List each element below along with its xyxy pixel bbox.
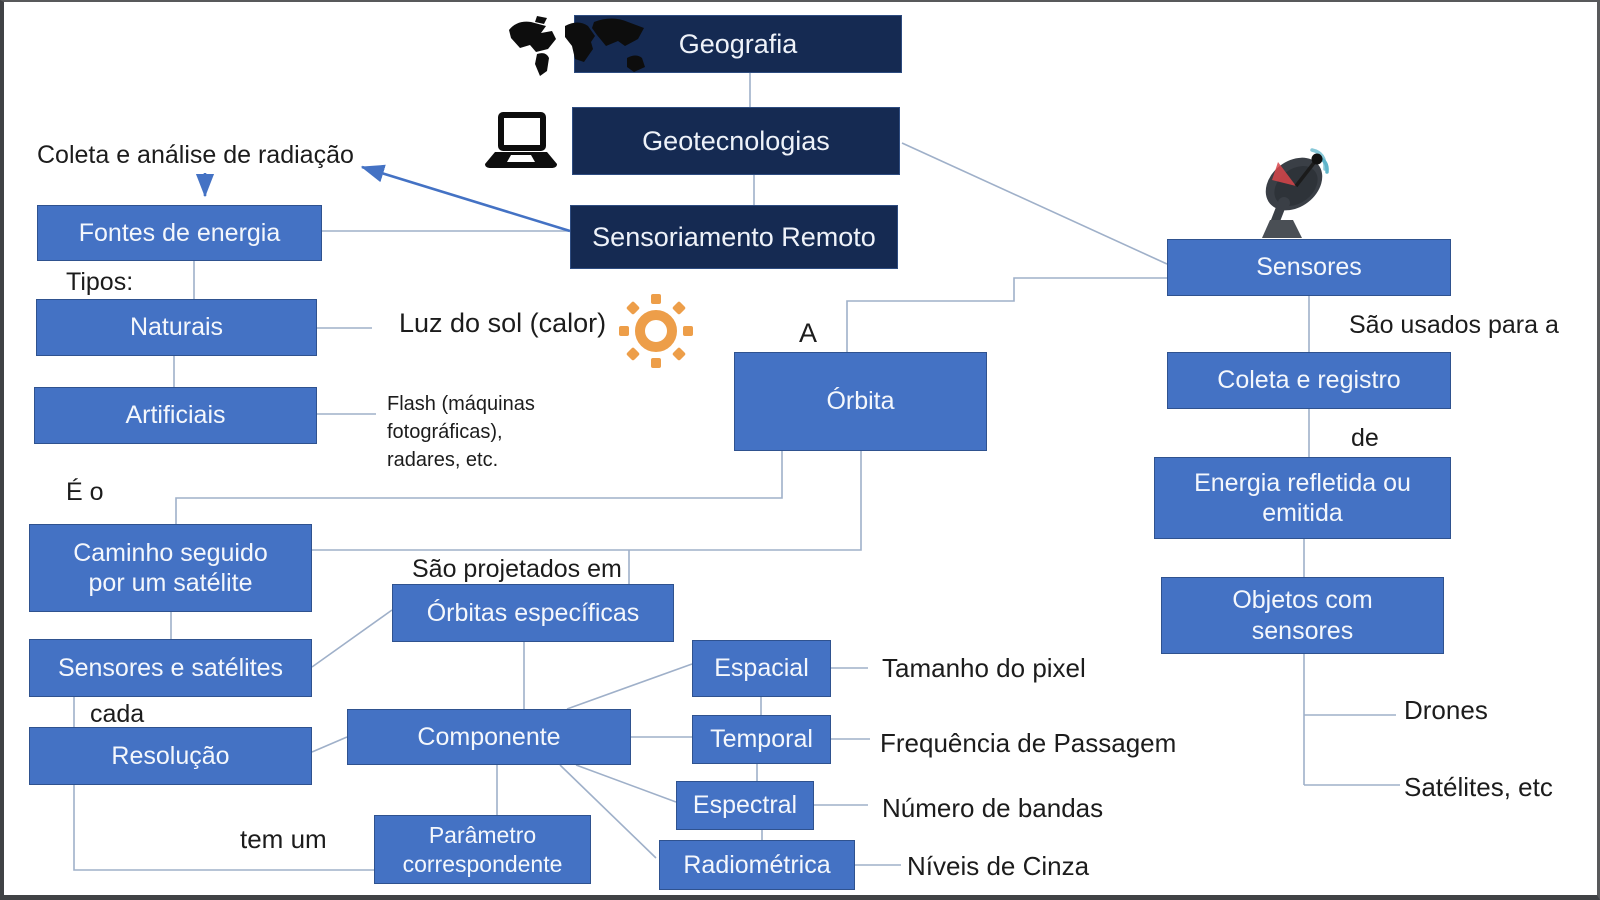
label-numero-bandas: Número de bandas — [882, 793, 1104, 823]
label-a: A — [799, 318, 818, 348]
label-cada: cada — [90, 700, 145, 728]
label-luz-do-sol: Luz do sol (calor) — [399, 308, 607, 338]
node-temporal: Temporal — [692, 715, 831, 764]
node-sensores: Sensores — [1167, 239, 1451, 296]
label-tem-um: tem um — [240, 824, 327, 854]
node-resolucao: Resolução — [29, 727, 312, 785]
node-componente: Componente — [347, 709, 631, 765]
node-caminho-satelite: Caminho seguido por um satélite — [29, 524, 312, 612]
arrow-to-coleta-analise — [360, 164, 571, 233]
sun-icon — [619, 294, 693, 368]
label-tipos: Tipos: — [66, 268, 134, 296]
node-espectral: Espectral — [676, 781, 814, 830]
label-sao-usados: São usados para a — [1349, 311, 1559, 339]
node-parametro-correspondente: Parâmetro correspondente — [374, 815, 591, 884]
node-sensoriamento-remoto: Sensoriamento Remoto — [570, 205, 898, 269]
node-artificiais: Artificiais — [34, 387, 317, 444]
node-sensores-e-satelites: Sensores e satélites — [29, 639, 312, 697]
label-satelites-etc: Satélites, etc — [1404, 772, 1553, 802]
node-energia-refletida: Energia refletida ou emitida — [1154, 457, 1451, 539]
node-orbita: Órbita — [734, 352, 987, 451]
label-frequencia-passagem: Frequência de Passagem — [880, 728, 1177, 758]
connector-lines — [73, 73, 1400, 871]
laptop-icon — [485, 112, 557, 168]
label-e-o: É o — [66, 478, 104, 506]
node-geotecnologias: Geotecnologias — [572, 107, 900, 175]
node-orbitas-especificas: Órbitas específicas — [392, 584, 674, 642]
label-sao-projetados: São projetados em — [412, 555, 622, 583]
node-naturais: Naturais — [36, 299, 317, 356]
node-fontes-de-energia: Fontes de energia — [37, 205, 322, 261]
world-map-icon — [509, 16, 645, 76]
label-de: de — [1351, 424, 1379, 452]
satellite-dish-icon — [1262, 148, 1329, 238]
node-espacial: Espacial — [692, 640, 831, 697]
node-coleta-e-registro: Coleta e registro — [1167, 352, 1451, 409]
label-tamanho-pixel: Tamanho do pixel — [882, 653, 1086, 683]
node-radiometrica: Radiométrica — [659, 840, 855, 890]
label-flash: Flash (máquinas fotográficas), radares, … — [387, 393, 535, 471]
label-niveis-cinza: Níveis de Cinza — [907, 851, 1090, 881]
label-coleta-analise: Coleta e análise de radiação — [37, 141, 354, 169]
node-objetos-com-sensores: Objetos com sensores — [1161, 577, 1444, 654]
label-drones: Drones — [1404, 695, 1488, 725]
